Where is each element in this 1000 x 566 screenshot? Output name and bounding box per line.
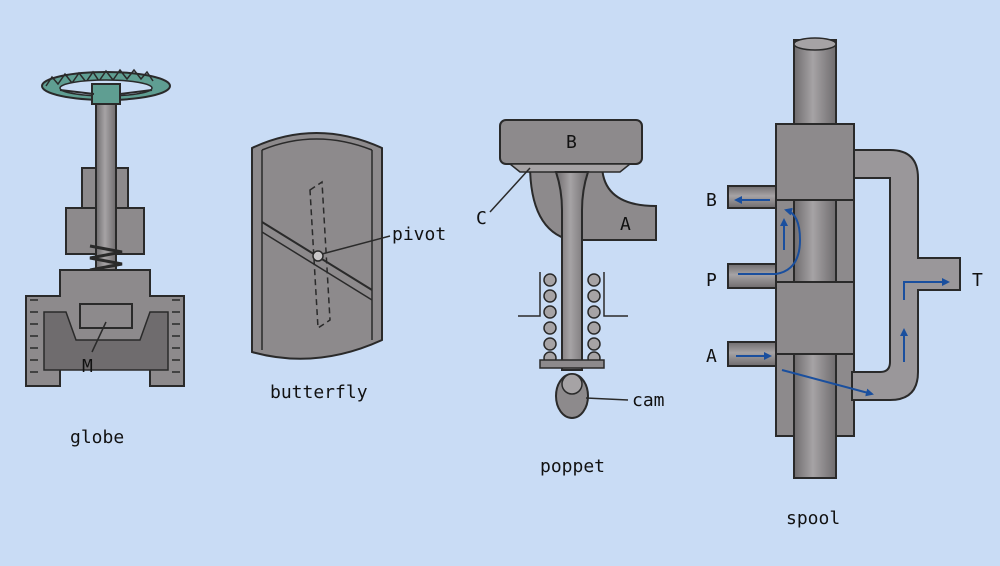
poppet-caption: poppet bbox=[540, 456, 605, 477]
poppet-label-b: B bbox=[566, 132, 577, 153]
globe-label-m: M bbox=[82, 356, 93, 377]
spool-label-p: P bbox=[706, 270, 717, 291]
butterfly-valve: pivot butterfly bbox=[251, 132, 446, 403]
spool-label-t: T bbox=[972, 270, 983, 291]
spool-valve: B P A T spool bbox=[706, 37, 983, 529]
butterfly-label-pivot: pivot bbox=[392, 224, 446, 245]
poppet-label-cam: cam bbox=[632, 390, 665, 411]
globe-caption: globe bbox=[70, 427, 124, 448]
spool-label-b: B bbox=[706, 190, 717, 211]
poppet-label-c: C bbox=[476, 208, 487, 229]
globe-valve: M globe bbox=[25, 68, 185, 448]
poppet-valve: B A C cam poppet bbox=[476, 119, 665, 477]
spool-caption: spool bbox=[786, 508, 840, 529]
butterfly-caption: butterfly bbox=[270, 382, 368, 403]
spool-label-a: A bbox=[706, 346, 717, 367]
poppet-label-a: A bbox=[620, 214, 631, 235]
handwheel bbox=[41, 68, 171, 105]
flow-arrows bbox=[734, 196, 950, 397]
